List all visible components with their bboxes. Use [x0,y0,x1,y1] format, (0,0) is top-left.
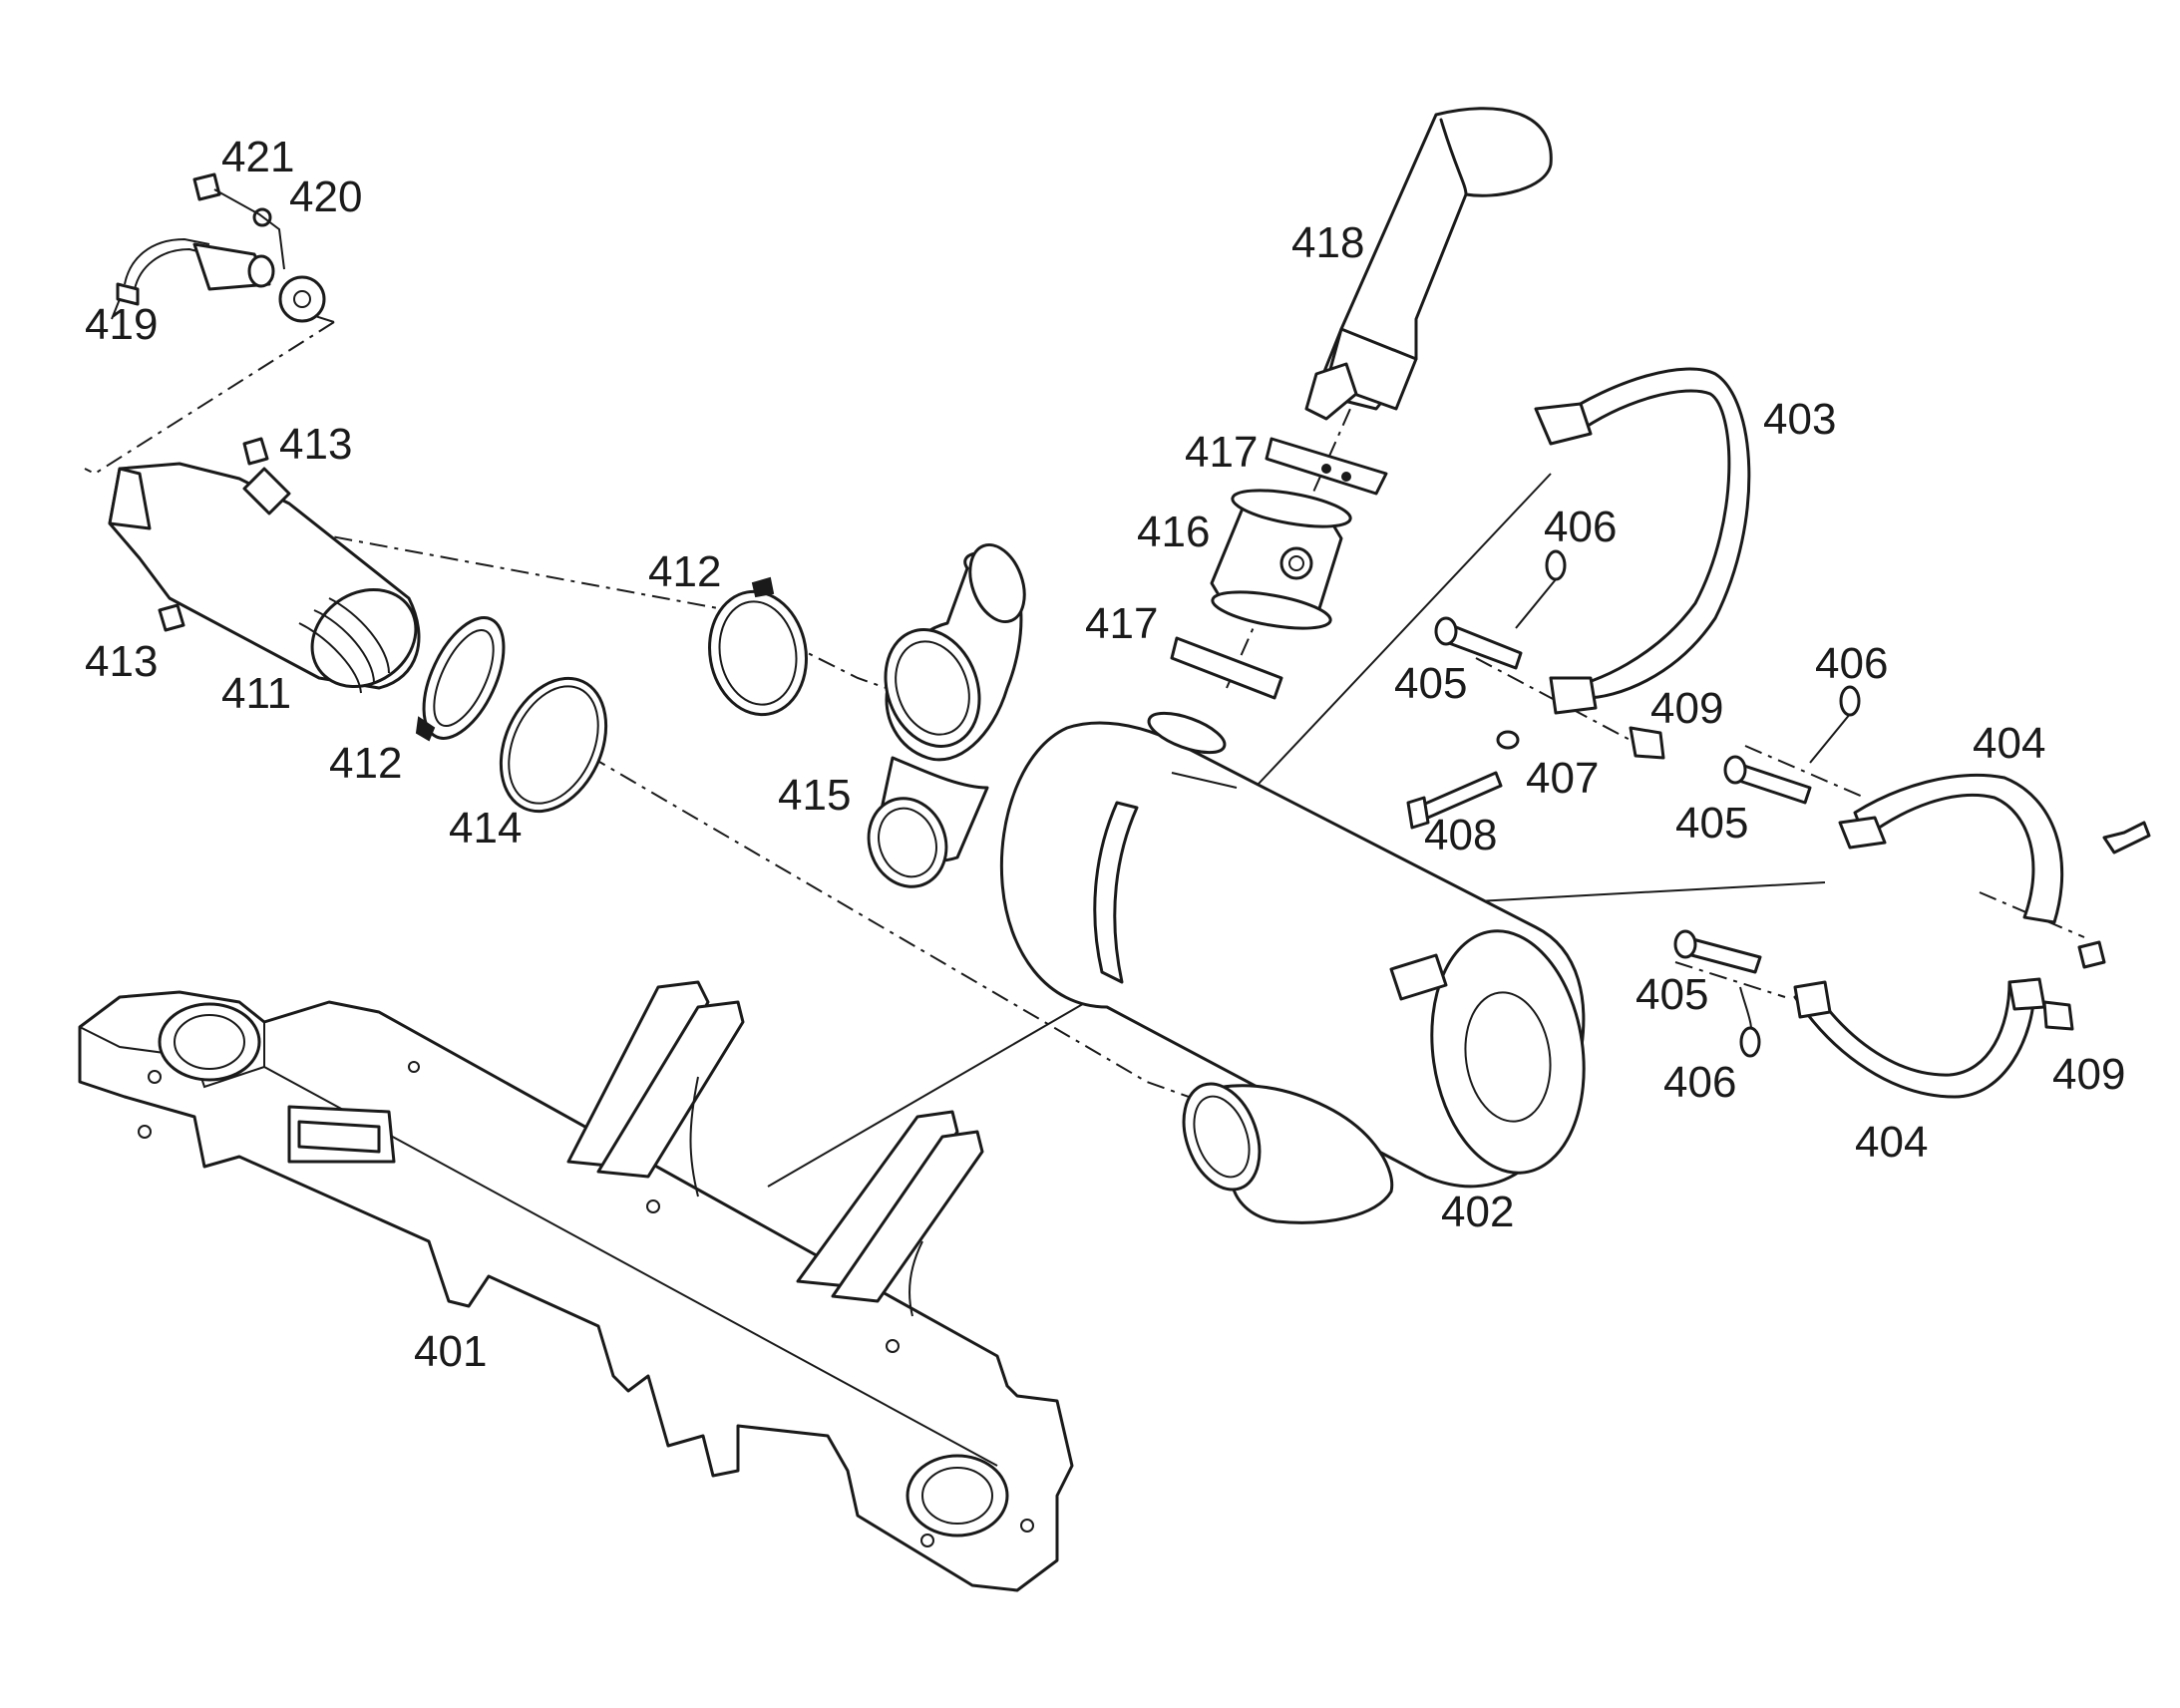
callout-406-b: 406 [1815,639,1888,688]
ring-414 [499,676,608,814]
callout-414: 414 [449,804,522,853]
callout-407: 407 [1526,754,1599,803]
clamp-412-left [415,616,506,742]
callout-412-upper: 412 [648,547,721,596]
flange-417-lower [1170,636,1283,700]
callout-405-c: 405 [1635,970,1708,1019]
clip-406 [1515,549,1861,1058]
callout-420: 420 [289,172,362,221]
pin-405 [1434,616,1812,974]
callout-417-lower: 417 [1085,599,1158,648]
callout-411: 411 [221,669,291,718]
nut-421 [192,172,221,201]
stack-418 [1304,107,1553,421]
sensor-leader [213,188,285,270]
sensor-419 [111,237,275,320]
callout-421: 421 [221,133,294,181]
strap-404-lower [1793,977,2046,1099]
clamp-412-right [708,576,808,717]
section-416 [1210,489,1352,630]
callout-404-upper: 404 [1973,719,2045,768]
frame-401 [78,980,1074,1592]
callout-405-b: 405 [1675,799,1748,848]
callout-413-upper: 413 [279,420,352,469]
callout-406-a: 406 [1544,503,1617,551]
callout-402: 402 [1441,1188,1514,1236]
callout-406-c: 406 [1663,1058,1736,1107]
tube-411 [108,462,421,694]
callout-403: 403 [1763,395,1836,444]
strap-403 [1534,367,1751,715]
flange-417-upper [1265,437,1388,496]
muffler-402 [999,711,1586,1224]
callout-409-b: 409 [2052,1050,2125,1099]
callout-412-lower: 412 [329,739,402,788]
spacer-409 [1629,726,2151,1031]
callout-labels: 401 402 403 404 404 405 405 405 406 406 … [85,133,2125,1376]
callout-409-a: 409 [1650,684,1723,733]
callout-408: 408 [1424,811,1497,859]
callout-415: 415 [778,771,851,820]
callout-405-a: 405 [1394,659,1467,708]
gasket-420 [252,207,326,323]
callout-418: 418 [1291,218,1364,267]
callout-401: 401 [414,1327,487,1376]
callout-404-lower: 404 [1855,1118,1928,1167]
callout-416: 416 [1137,508,1210,556]
callout-413-lower: 413 [85,637,158,686]
nut-413 [158,437,269,632]
callout-419: 419 [85,300,158,349]
bolt-408 [1406,771,1503,830]
callout-417-upper: 417 [1185,428,1258,477]
washer-407 [1496,730,1520,750]
elbow-415 [867,542,1026,888]
strap-404-upper [1838,773,2064,924]
